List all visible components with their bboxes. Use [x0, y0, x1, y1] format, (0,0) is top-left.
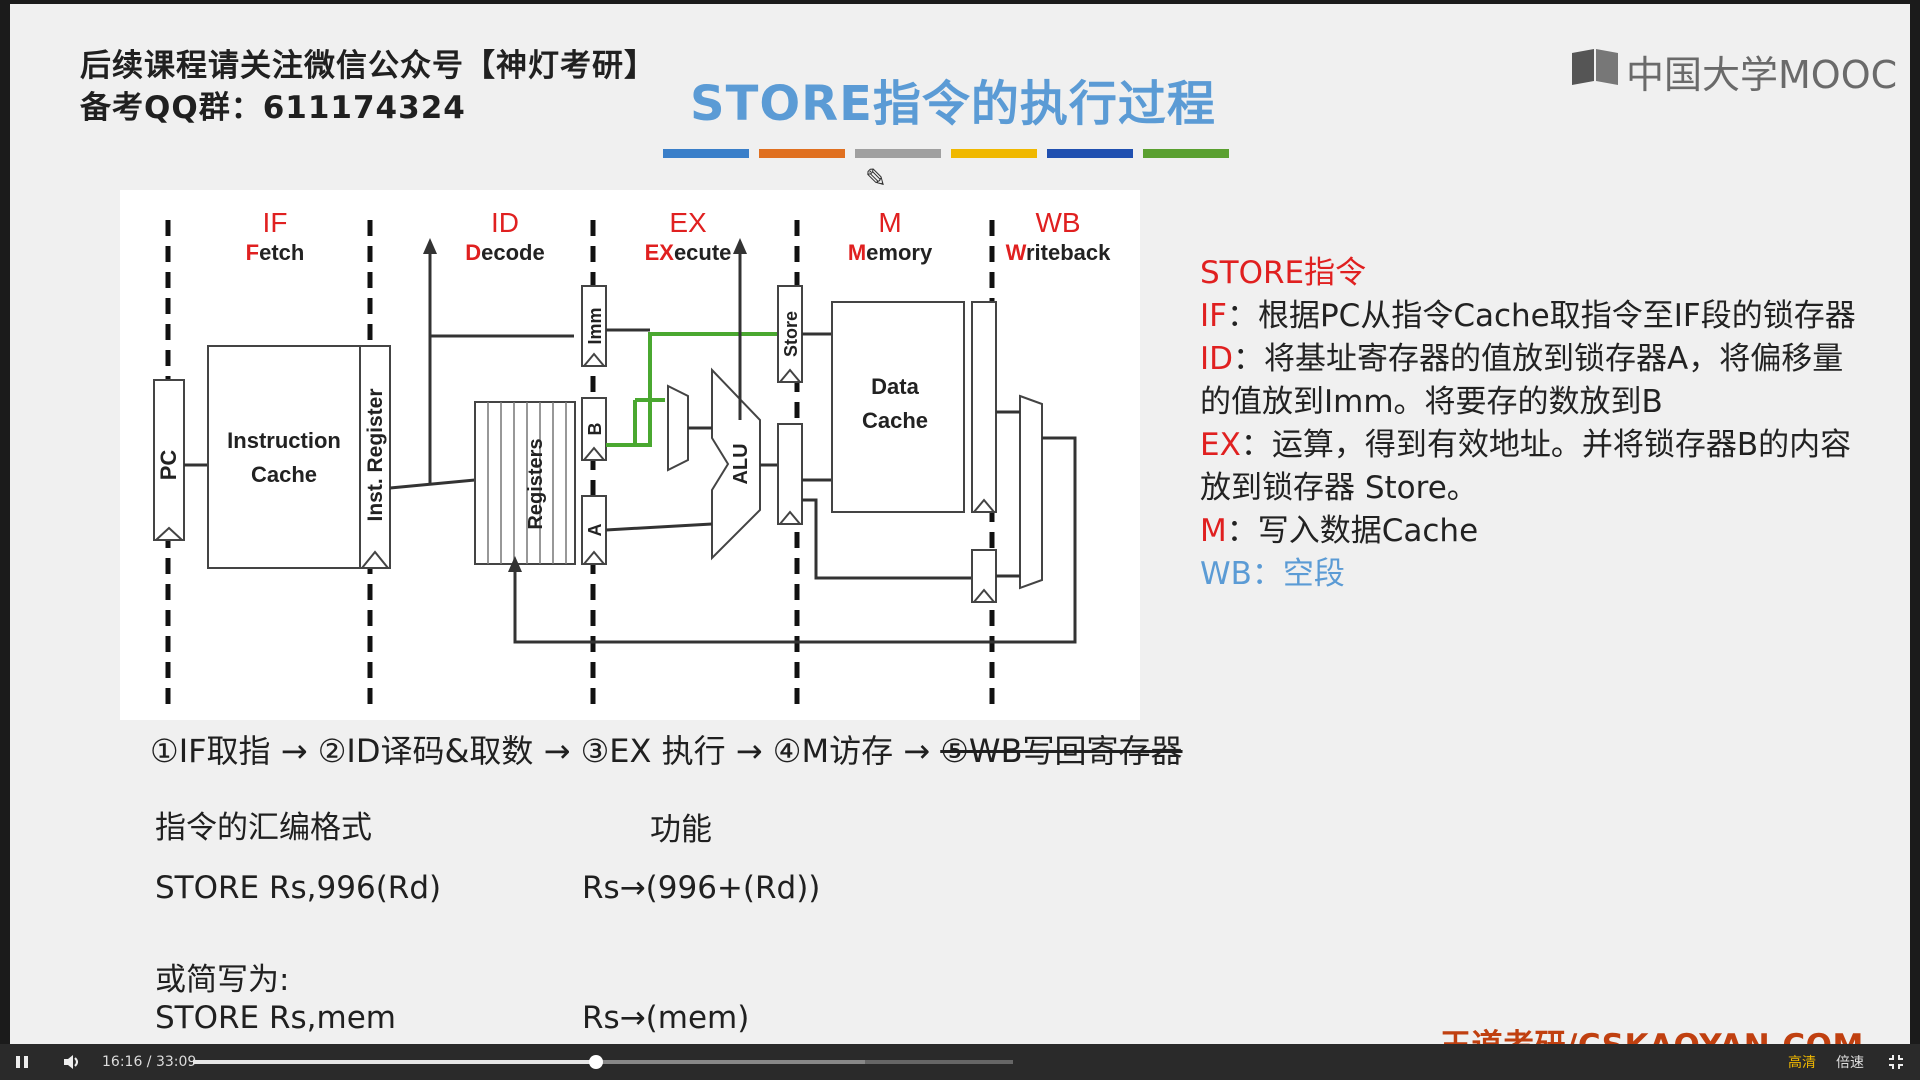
icache-label-2: Cache [251, 462, 317, 487]
notes-title: STORE指令 [1200, 255, 1367, 291]
imm-latch: Imm [581, 285, 607, 367]
stage-ex-abbr: EX [669, 207, 707, 238]
pc-latch: PC [153, 379, 185, 541]
time-display: 16:16 / 33:09 [102, 1054, 197, 1070]
note-if: IF：根据PC从指令Cache取指令至IF段的锁存器 [1200, 298, 1856, 334]
function-row-1: Rs→(996+(Rd)) [582, 870, 821, 906]
stage-if-abbr: IF [263, 207, 288, 238]
b-latch: B [581, 397, 607, 461]
volume-button[interactable] [62, 1044, 82, 1080]
stage-headers: IF Fetch ID Decode EX EXecute M Memory W… [246, 207, 1111, 265]
mooc-book-icon [1570, 47, 1620, 96]
stage-ex-name: EXecute [645, 240, 732, 265]
arrow-icon: → [903, 732, 931, 770]
lecture-slide: 后续课程请关注微信公众号【神灯考研】 备考QQ群：611174324 STORE… [10, 4, 1910, 1044]
stage-wb-name: Writeback [1006, 240, 1112, 265]
progress-fill [193, 1060, 596, 1064]
format-row-2: STORE Rs,mem [155, 1000, 397, 1036]
store-latch: Store [777, 285, 803, 383]
color-bar-segment-1 [663, 149, 749, 158]
color-bar-segment-2 [759, 149, 845, 158]
note-ex: EX：运算，得到有效地址。并将锁存器B的内容放到锁存器 Store。 [1200, 427, 1852, 506]
alu-label: ALU [730, 443, 752, 484]
registers-label: Registers [525, 438, 547, 529]
imm-label: Imm [585, 307, 605, 344]
slide-title: STORE指令的执行过程 [690, 76, 1216, 132]
format-header: 指令的汇编格式 [155, 810, 372, 846]
fullscreen-button[interactable] [1888, 1044, 1904, 1080]
pause-icon [16, 1056, 28, 1068]
store-data-path [606, 332, 778, 447]
stage-wb-abbr: WB [1035, 207, 1080, 238]
mooc-logo: 中国大学MOOC [1570, 44, 1897, 99]
inst-register-latch: Inst. Register [359, 345, 391, 569]
arrow-icon: → [280, 732, 308, 770]
qq-group-notice: 备考QQ群：611174324 [80, 90, 466, 126]
color-bar-segment-5 [1047, 149, 1133, 158]
pen-cursor-icon: ✎ [865, 164, 887, 194]
dcache-label-2: Cache [862, 408, 928, 433]
note-m: M：写入数据Cache [1200, 513, 1479, 549]
data-cache: Data Cache [831, 301, 965, 513]
stages-line: ①IF取指 → ②ID译码&取数 → ③EX 执行 → ④M访存 → ⑤WB写回… [150, 726, 1183, 772]
stage-if-name: Fetch [246, 240, 305, 265]
pc-label: PC [156, 450, 181, 481]
color-bar-segment-3 [855, 149, 941, 158]
alu-input-mux [667, 384, 689, 472]
b-label: B [585, 423, 605, 436]
stage-m-name: Memory [848, 240, 933, 265]
a-label: A [585, 524, 605, 537]
mooc-logo-text: 中国大学MOOC [1626, 53, 1898, 97]
dcache-label-1: Data [871, 374, 919, 399]
note-wb: WB：空段 [1200, 556, 1345, 592]
stage-step-1: ①IF取指 [150, 732, 271, 770]
function-row-2: Rs→(mem) [582, 1000, 750, 1036]
progress-bar[interactable] [193, 1055, 1013, 1069]
store-notes: STORE指令 IF：根据PC从指令Cache取指令至IF段的锁存器 ID：将基… [1200, 252, 1860, 596]
short-form-label: 或简写为: [155, 962, 290, 998]
progress-handle[interactable] [588, 1055, 603, 1069]
wechat-notice: 后续课程请关注微信公众号【神灯考研】 [80, 48, 656, 84]
watermark: 王道考研/CSKAOYAN.COM [1440, 1020, 1864, 1044]
color-bar-segment-6 [1143, 149, 1229, 158]
pipeline-diagram: IF Fetch ID Decode EX EXecute M Memory W… [120, 190, 1140, 720]
player-controls: 16:16 / 33:09 高清 倍速 [0, 1044, 1920, 1080]
quality-button[interactable]: 高清 [1788, 1055, 1816, 1071]
inst-register-label: Inst. Register [364, 388, 387, 521]
registers-file: Registers [474, 401, 576, 565]
note-id: ID：将基址寄存器的值放到锁存器A，将偏移量的值放到Imm。将要存的数放到B [1200, 341, 1844, 420]
stage-step-2: ②ID译码&取数 [317, 732, 534, 770]
color-bar [663, 149, 1229, 158]
arrow-icon: → [735, 732, 763, 770]
stage-m-abbr: M [878, 207, 901, 238]
mem-wb-latch-bottom [971, 549, 997, 603]
stage-step-4: ④M访存 [772, 732, 894, 770]
speed-button[interactable]: 倍速 [1836, 1055, 1864, 1071]
mem-wb-latch-top [971, 301, 997, 513]
icache-label-1: Instruction [227, 428, 341, 453]
fullscreen-exit-icon [1889, 1055, 1903, 1069]
stage-id-abbr: ID [491, 207, 519, 238]
pause-button[interactable] [14, 1044, 30, 1080]
stage-step-3: ③EX 执行 [580, 732, 726, 770]
alu-unit: ALU [711, 367, 761, 561]
wb-mux [1019, 394, 1043, 590]
volume-icon [64, 1055, 78, 1069]
color-bar-segment-4 [951, 149, 1037, 158]
stage-id-name: Decode [465, 240, 544, 265]
a-latch: A [581, 495, 607, 565]
format-row-1: STORE Rs,996(Rd) [155, 870, 442, 906]
store-label: Store [781, 311, 801, 357]
function-header: 功能 [650, 812, 712, 848]
stage-step-5: ⑤WB写回寄存器 [940, 732, 1183, 770]
instruction-cache: Instruction Cache [207, 345, 361, 569]
arrow-icon: → [543, 732, 571, 770]
address-latch [777, 423, 803, 525]
